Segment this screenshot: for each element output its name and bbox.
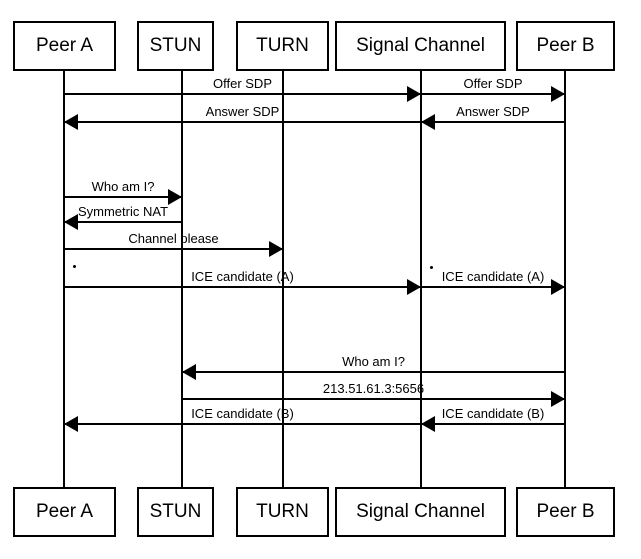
message-label-offer-sdp: Offer SDP — [212, 76, 273, 91]
message-line-who-am-i — [64, 196, 182, 198]
message-label-symmetric-nat: Symmetric NAT — [77, 204, 169, 219]
message-label-answer-sdp: Answer SDP — [205, 104, 280, 119]
actor-box-bottom-signal-channel: Signal Channel — [335, 487, 506, 537]
message-line-ice-candidate-a — [421, 286, 565, 288]
message-line-answer-sdp — [64, 121, 421, 123]
actor-box-bottom-stun: STUN — [137, 487, 214, 537]
arrowhead-icon — [269, 241, 283, 257]
message-line-symmetric-nat — [64, 221, 182, 223]
lifeline-peer-b — [564, 71, 566, 487]
message-line-ice-candidate-b — [421, 423, 565, 425]
message-line-ice-candidate-b — [64, 423, 421, 425]
message-label-ice-candidate-a: ICE candidate (A) — [191, 269, 294, 284]
message-label-ice-candidate-b: ICE candidate (B) — [441, 406, 545, 421]
actor-box-bottom-peer-a: Peer A — [13, 487, 116, 537]
actor-box-top-peer-b: Peer B — [516, 21, 615, 71]
arrowhead-icon — [421, 114, 435, 130]
actor-box-top-turn: TURN — [236, 21, 329, 71]
actor-box-bottom-turn: TURN — [236, 487, 329, 537]
lifeline-signal-channel — [420, 71, 422, 487]
stray-dot — [73, 265, 76, 268]
message-line-offer-sdp — [64, 93, 421, 95]
message-label-who-am-i: Who am I? — [91, 179, 155, 194]
arrowhead-icon — [421, 416, 435, 432]
message-label-213-51-61-3-5656: 213.51.61.3:5656 — [322, 381, 425, 396]
arrowhead-icon — [64, 114, 78, 130]
arrowhead-icon — [551, 86, 565, 102]
arrowhead-icon — [168, 189, 182, 205]
message-label-offer-sdp: Offer SDP — [463, 76, 523, 91]
arrowhead-icon — [407, 86, 421, 102]
arrowhead-icon — [64, 214, 78, 230]
arrowhead-icon — [64, 416, 78, 432]
message-line-answer-sdp — [421, 121, 565, 123]
message-label-channel-please: Channel please — [128, 231, 219, 246]
actor-box-bottom-peer-b: Peer B — [516, 487, 615, 537]
message-line-channel-please — [64, 248, 283, 250]
actor-box-top-stun: STUN — [137, 21, 214, 71]
message-line-213-51-61-3-5656 — [182, 398, 565, 400]
arrowhead-icon — [551, 391, 565, 407]
arrowhead-icon — [182, 364, 196, 380]
arrowhead-icon — [407, 279, 421, 295]
message-label-ice-candidate-a: ICE candidate (A) — [441, 269, 545, 284]
actor-box-top-signal-channel: Signal Channel — [335, 21, 506, 71]
message-label-ice-candidate-b: ICE candidate (B) — [191, 406, 294, 421]
actor-box-top-peer-a: Peer A — [13, 21, 116, 71]
lifeline-turn — [282, 71, 284, 487]
lifeline-peer-a — [63, 71, 65, 487]
message-label-answer-sdp: Answer SDP — [456, 104, 530, 119]
message-line-who-am-i — [182, 371, 565, 373]
message-line-ice-candidate-a — [64, 286, 421, 288]
lifeline-stun — [181, 71, 183, 487]
arrowhead-icon — [551, 279, 565, 295]
stray-dot — [430, 266, 433, 269]
message-label-who-am-i: Who am I? — [342, 354, 405, 369]
message-line-offer-sdp — [421, 93, 565, 95]
